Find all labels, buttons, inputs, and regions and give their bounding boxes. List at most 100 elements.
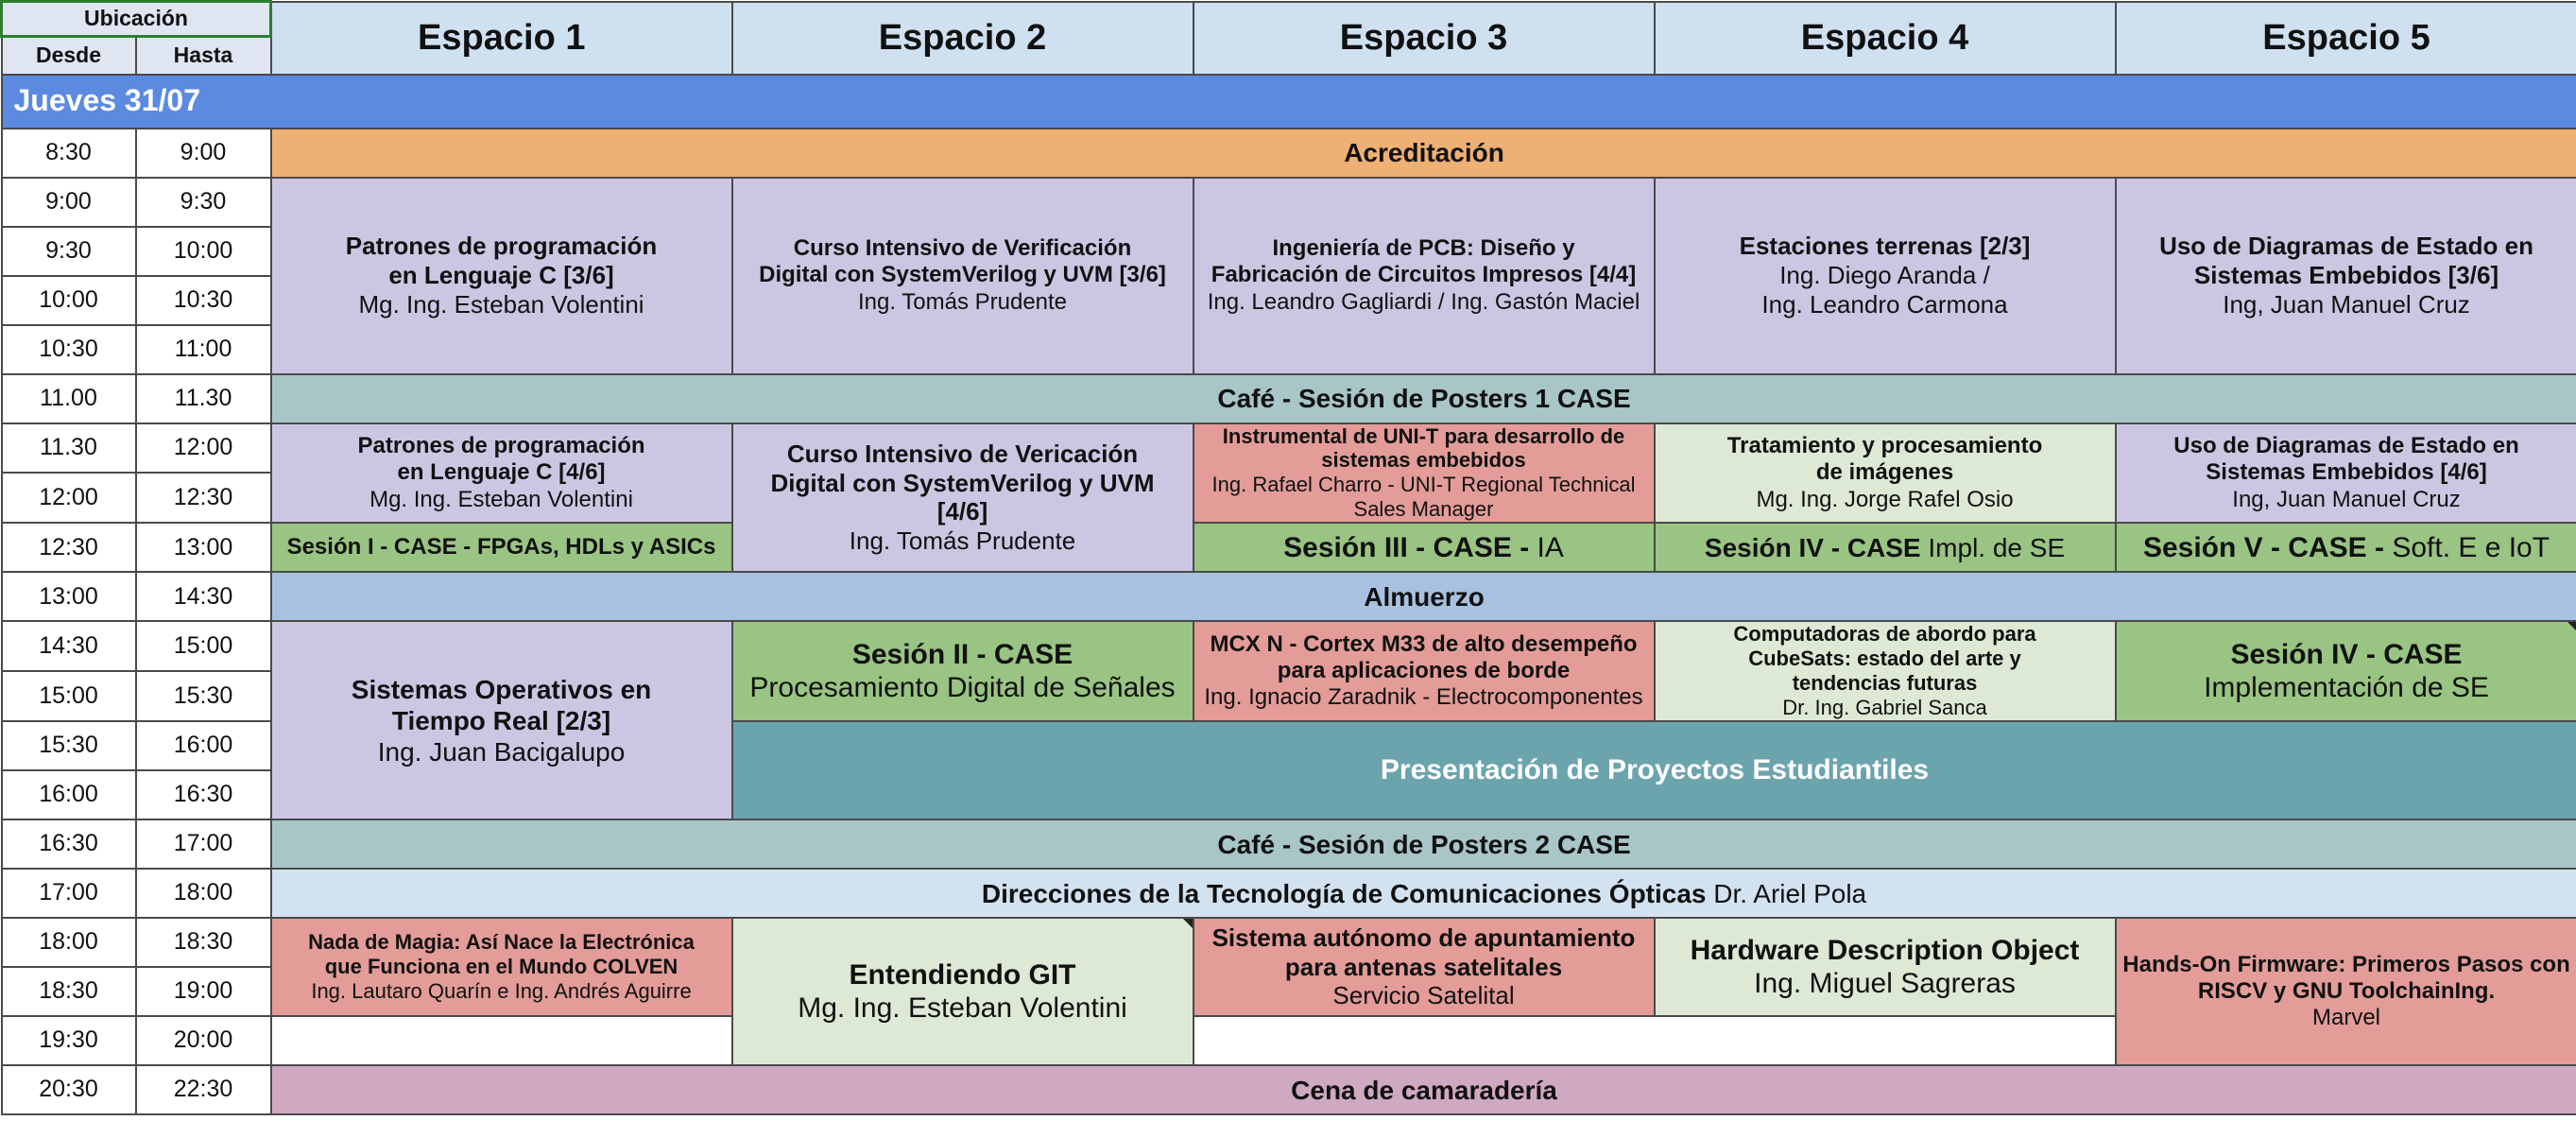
event-speaker: Ing. Tomás Prudente [849, 526, 1076, 556]
time-desde: 13:00 [0, 571, 137, 623]
sesion-4b-event: Sesión IV - CASE Implementación de SE [2114, 620, 2576, 723]
event-title: Curso Intensivo de Vericación [786, 440, 1139, 469]
event-title: Sistemas Operativos en [351, 674, 652, 704]
time-desde: 18:00 [0, 917, 137, 969]
nada-de-magia-event: Nada de Magia: Así Nace la Electrónica q… [269, 917, 733, 1018]
event-speaker: Ing. Rafael Charro - UNI-T Regional Tech… [1211, 473, 1636, 497]
event-speaker: Ing. Leandro Carmona [1761, 289, 2008, 319]
event-title: Sistema autónomo de apuntamiento [1211, 923, 1636, 953]
hasta-header: Hasta [134, 35, 272, 76]
event-subtitle: Impl. de SE [1928, 532, 2066, 562]
event-speaker: Ing. Juan Bacigalupo [377, 736, 626, 767]
time-hasta: 15:00 [134, 620, 272, 673]
time-desde: 12:00 [0, 472, 137, 525]
hands-on-firmware-event: Hands-On Firmware: Primeros Pasos con RI… [2114, 917, 2576, 1067]
time-hasta: 18:30 [134, 917, 272, 969]
event-title: Fabricación de Circuitos Impresos [4/4] [1211, 262, 1637, 288]
time-desde: 14:30 [0, 620, 137, 673]
event-speaker: Mg. Ing. Esteban Volentini [798, 992, 1127, 1025]
event-title: Uso de Diagramas de Estado en [2173, 432, 2519, 458]
cafe-posters-2-event: Café - Sesión de Posters 2 CASE [269, 819, 2576, 871]
event-title: en Lenguaje C [4/6] [397, 459, 606, 486]
time-hasta: 12:00 [134, 422, 272, 474]
event-title: Estaciones terrenas [2/3] [1739, 232, 2031, 261]
event-title: Uso de Diagramas de Estado en [2159, 232, 2533, 261]
rtos-event: Sistemas Operativos en Tiempo Real [2/3]… [269, 620, 733, 821]
event-title: Curso Intensivo de Verificación [793, 235, 1132, 262]
event-speaker: Dr. Ing. Gabriel Sanca [1782, 696, 1987, 720]
comunicaciones-opticas-event: Direcciones de la Tecnología de Comunica… [269, 868, 2576, 920]
event-speaker: Marvel [2312, 1005, 2381, 1031]
event-title: Ingeniería de PCB: Diseño y [1272, 235, 1575, 262]
time-desde: 17:00 [0, 868, 137, 920]
event-speaker: Mg. Ing. Esteban Volentini [358, 289, 644, 319]
acreditacion-event: Acreditación [269, 127, 2576, 179]
time-hasta: 18:00 [134, 868, 272, 920]
event-title: Patrones de programación [357, 432, 645, 458]
event-title: Nada de Magia: Así Nace la Electrónica [308, 930, 695, 955]
pcb-event: Ingeniería de PCB: Diseño y Fabricación … [1192, 176, 1656, 375]
event-speaker: Ing. Lautaro Quarín e Ing. Andrés Aguirr… [311, 979, 692, 1004]
empty-slot [269, 1015, 733, 1067]
event-title: Sesión II - CASE [851, 638, 1073, 670]
event-title: MCX N - Cortex M33 de alto desempeño [1210, 630, 1638, 657]
day-banner: Jueves 31/07 [0, 73, 2576, 129]
event-title: en Lenguaje C [3/6] [388, 261, 614, 290]
proyectos-estudiantiles-event: Presentación de Proyectos Estudiantiles [730, 720, 2576, 821]
ubicacion-label: Ubicación [84, 6, 188, 31]
time-desde: 9:00 [0, 176, 137, 228]
event-title: [4/6] [936, 497, 988, 526]
event-title: Tratamiento y procesamiento [1726, 432, 2043, 458]
time-hasta: 16:00 [134, 720, 272, 772]
verificacion-4-event: Curso Intensivo de Vericación Digital co… [730, 422, 1194, 574]
sesion-4a-event: Sesión IV - CASE Impl. de SE [1653, 522, 2117, 574]
time-hasta: 11:00 [134, 323, 272, 375]
almuerzo-event: Almuerzo [269, 571, 2576, 623]
event-title: Sesión III - CASE - [1283, 531, 1537, 563]
time-hasta: 13:00 [134, 522, 272, 574]
time-hasta: 9:00 [134, 127, 272, 179]
empty-slot [1192, 1015, 2117, 1067]
diagramas-estado-4-event: Uso de Diagramas de Estado en Sistemas E… [2114, 422, 2576, 525]
time-hasta: 14:30 [134, 571, 272, 623]
time-desde: 16:30 [0, 819, 137, 871]
time-desde: 12:30 [0, 522, 137, 574]
event-title: Sesión IV - CASE [1704, 532, 1929, 562]
time-desde: 11.30 [0, 422, 137, 474]
time-desde: 9:30 [0, 225, 137, 277]
diagramas-estado-3-event: Uso de Diagramas de Estado en Sistemas E… [2114, 176, 2576, 375]
event-title: para aplicaciones de borde [1277, 658, 1571, 684]
time-hasta: 19:00 [134, 966, 272, 1018]
event-title: Hands-On Firmware: Primeros Pasos con [2122, 951, 2570, 977]
ubicacion-header-cell[interactable]: Ubicación [0, 0, 273, 38]
event-title: Hardware Description Object [1690, 934, 2080, 966]
event-speaker: Dr. Ariel Pola [1713, 878, 1867, 908]
event-title: Computadoras de abordo para [1733, 622, 2036, 647]
event-speaker: Mg. Ing. Esteban Volentini [369, 486, 633, 512]
event-speaker: Ing. Leandro Gagliardi / Ing. Gastón Mac… [1207, 288, 1640, 315]
event-speaker: Ing, Juan Manuel Cruz [2232, 486, 2461, 512]
event-title: de imágenes [1815, 459, 1954, 486]
event-title: Sistemas Embebidos [4/6] [2206, 459, 2487, 486]
hardware-description-object-event: Hardware Description Object Ing. Miguel … [1653, 917, 2117, 1018]
event-title: Direcciones de la Tecnología de Comunica… [981, 878, 1714, 908]
sesion-5-event: Sesión V - CASE - Soft. E e IoT [2114, 522, 2576, 574]
event-subtitle: Soft. E e IoT [2392, 531, 2550, 563]
time-desde: 11.00 [0, 372, 137, 424]
time-desde: 18:30 [0, 966, 137, 1018]
cafe-posters-1-event: Café - Sesión de Posters 1 CASE [269, 372, 2576, 424]
sesion-3-event: Sesión III - CASE - IA [1192, 522, 1656, 574]
espacio-4-header: Espacio 4 [1653, 0, 2117, 76]
event-subtitle: Implementación de SE [2204, 672, 2489, 704]
time-hasta: 12:30 [134, 472, 272, 525]
espacio-3-header: Espacio 3 [1192, 0, 1656, 76]
verificacion-3-event: Curso Intensivo de Verificación Digital … [730, 176, 1194, 375]
event-title: para antenas satelitales [1284, 952, 1563, 981]
event-subtitle: Procesamiento Digital de Señales [749, 672, 1176, 704]
time-desde: 10:00 [0, 274, 137, 326]
tratamiento-imagenes-event: Tratamiento y procesamiento de imágenes … [1653, 422, 2117, 525]
uni-t-event: Instrumental de UNI-T para desarrollo de… [1192, 422, 1656, 525]
time-hasta: 16:30 [134, 769, 272, 821]
time-hasta: 20:00 [134, 1015, 272, 1067]
time-desde: 15:30 [0, 720, 137, 772]
